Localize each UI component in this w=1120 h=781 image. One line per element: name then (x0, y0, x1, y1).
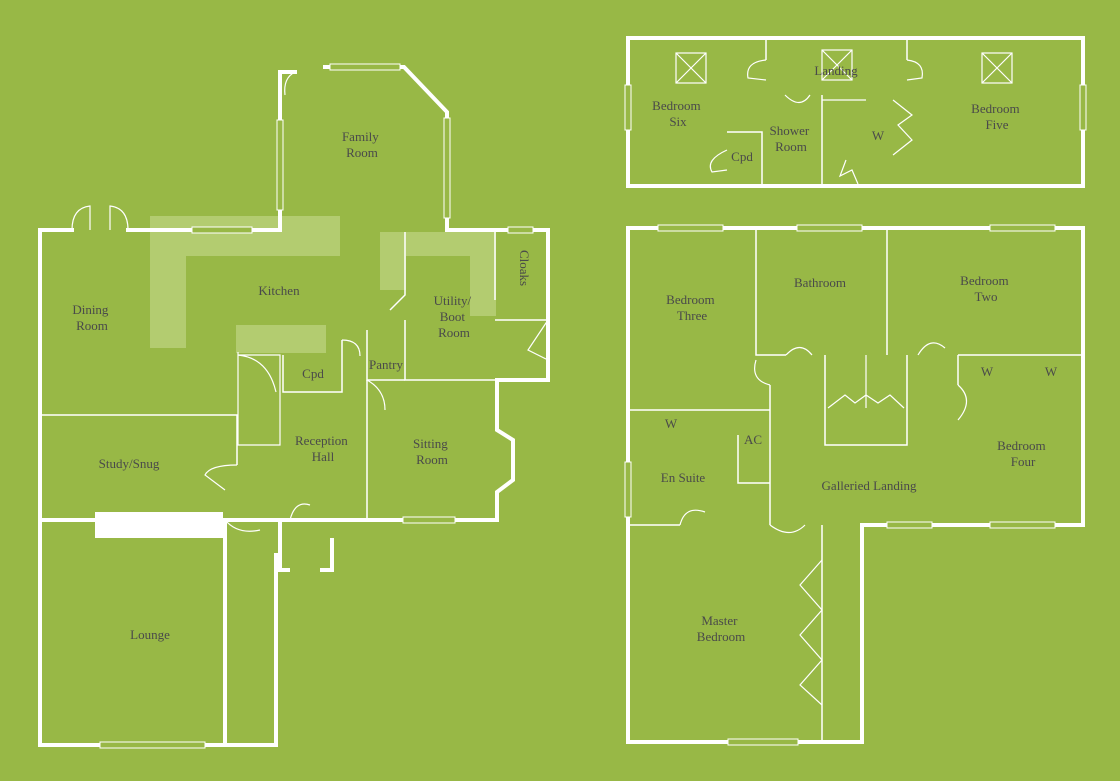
bedroom-three-label: Bedroom Three (666, 292, 718, 323)
door-swing (679, 509, 706, 526)
wardrobe-label: W (1045, 364, 1058, 379)
bathroom-label: Bathroom (794, 275, 846, 290)
window (276, 119, 284, 211)
door-swing (917, 342, 946, 356)
window (329, 63, 401, 71)
door-swing (224, 519, 261, 532)
door-swing (289, 503, 311, 521)
door-swing (906, 59, 924, 81)
kitchen-worktop (150, 216, 340, 256)
porch-wall (320, 538, 334, 572)
kitchen-island (236, 325, 326, 353)
window (796, 224, 863, 232)
cpd-label: Cpd (302, 366, 324, 381)
stair-curve (237, 354, 277, 393)
kitchen-worktop (150, 256, 186, 348)
window (1079, 84, 1087, 131)
door-swing (204, 464, 238, 491)
window (191, 226, 253, 234)
door-swing (71, 205, 91, 231)
door-swing (341, 339, 361, 357)
master-bedroom-label: Master Bedroom (697, 613, 745, 644)
door-swing (769, 524, 806, 534)
interior-wall (755, 228, 786, 356)
window (657, 224, 724, 232)
window (989, 224, 1056, 232)
bedroom-four-label: Bedroom Four (997, 438, 1049, 469)
bedroom-five-label: Bedroom Five (971, 101, 1023, 132)
interior-wall (40, 414, 238, 465)
wardrobe-doors (892, 99, 913, 156)
cloaks-label: Cloaks (517, 250, 532, 286)
ac-label: AC (744, 432, 762, 447)
interior-wall (366, 330, 405, 381)
stair-arrow (838, 159, 859, 185)
wardrobe-label: W (872, 128, 885, 143)
door-swing (109, 205, 129, 231)
ground-floor-plan: Family Room Kitchen Dining Room Cloaks U… (38, 63, 550, 749)
door-swing (785, 346, 813, 356)
second-floor-plan: Landing Bedroom Six Shower Room Cpd W Be… (624, 36, 1087, 188)
galleried-landing-label: Galleried Landing (822, 478, 917, 493)
window (886, 521, 933, 529)
family-room-label: Family Room (342, 129, 382, 160)
utility-worktop (380, 232, 470, 256)
utility-label: Utility/ Boot Room (434, 293, 475, 340)
interior-wall (282, 340, 343, 393)
exterior-wall (38, 228, 278, 747)
sitting-room-label: Sitting Room (413, 436, 451, 467)
landing-label: Landing (814, 63, 858, 78)
cpd-label: Cpd (731, 149, 753, 164)
exterior-wall (126, 70, 297, 232)
en-suite-label: En Suite (661, 470, 706, 485)
window (727, 738, 799, 746)
door-swing (284, 71, 296, 96)
skylight (821, 49, 853, 81)
door-swing (784, 94, 811, 104)
interior-wall (389, 232, 406, 311)
door-swing (957, 384, 968, 421)
pantry-label: Pantry (369, 357, 403, 372)
first-floor-plan: Bedroom Three Bathroom Bedroom Two W W W… (624, 224, 1085, 746)
kitchen-label: Kitchen (258, 283, 300, 298)
bay-wall (223, 65, 550, 747)
window (507, 226, 534, 234)
skylight (675, 52, 707, 84)
bedroom-six-label: Bedroom Six (652, 98, 704, 129)
staircase (237, 352, 281, 446)
door-swing (709, 149, 728, 173)
door-swing (747, 59, 767, 81)
window (624, 84, 632, 131)
window (99, 741, 206, 749)
reception-hall-label: Reception Hall (295, 433, 351, 464)
fireplace (95, 512, 223, 538)
interior-wall (737, 435, 770, 484)
window (443, 117, 451, 219)
bedroom-two-label: Bedroom Two (960, 273, 1012, 304)
utility-worktop (470, 232, 496, 316)
skylight (981, 52, 1013, 84)
door-swing (754, 359, 771, 386)
dining-room-label: Dining Room (72, 302, 111, 333)
wardrobe-label: W (665, 416, 678, 431)
porch-wall (278, 518, 290, 572)
window (402, 516, 456, 524)
window (989, 521, 1056, 529)
stair-balustrade (827, 394, 905, 409)
stairwell (824, 355, 908, 446)
wardrobe-label: W (981, 364, 994, 379)
utility-worktop (380, 256, 406, 290)
interior-wall (727, 131, 763, 186)
exterior-wall (626, 226, 1085, 744)
shower-room-label: Shower Room (770, 123, 813, 154)
lounge-label: Lounge (130, 627, 170, 642)
window (624, 461, 632, 518)
door-swing (527, 319, 549, 361)
door-swing (366, 379, 386, 411)
wardrobe-doors (799, 559, 823, 706)
study-label: Study/Snug (99, 456, 160, 471)
